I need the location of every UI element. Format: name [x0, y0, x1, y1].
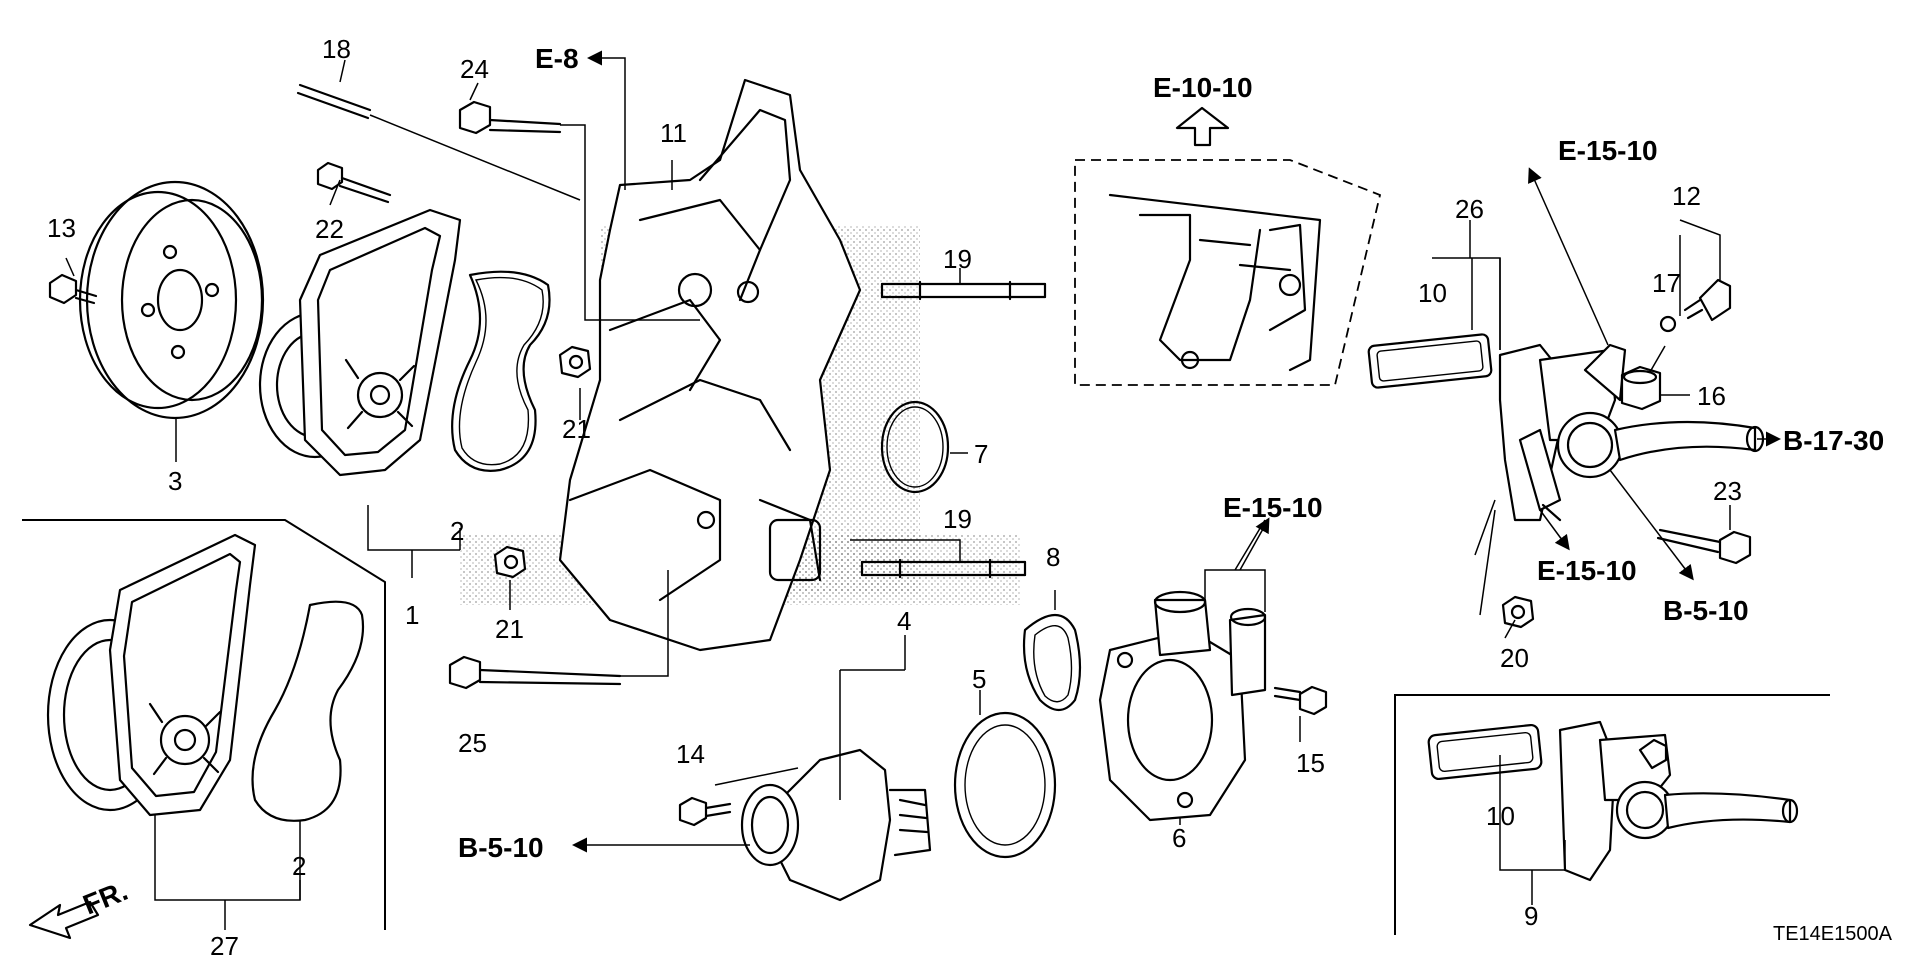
- callout-14: 14: [676, 739, 705, 769]
- o-ring-2-upper: [451, 270, 551, 472]
- callout-10-lower: 10: [1486, 801, 1515, 831]
- callout-2-upper: 2: [450, 516, 464, 546]
- gasket-8: [1022, 614, 1082, 712]
- stud-19-upper: [880, 280, 1047, 301]
- gasket-8-inner: [1033, 625, 1073, 703]
- bolt-25: [448, 655, 622, 690]
- callout-22: 22: [315, 214, 344, 244]
- water-passage-assy-9: [1427, 720, 1799, 882]
- nut-20: [1501, 595, 1535, 629]
- stud-18: [296, 83, 372, 120]
- front-arrow-icon: [28, 900, 100, 940]
- callout-7: 7: [974, 439, 988, 469]
- callout-12: 12: [1672, 181, 1701, 211]
- callout-6: 6: [1172, 823, 1186, 853]
- engine-bracket: [558, 78, 862, 652]
- ref-b-17-30: B-17-30: [1783, 425, 1884, 456]
- ref-b-5-10-left: B-5-10: [458, 832, 544, 863]
- callout-17: 17: [1652, 268, 1681, 298]
- callout-23: 23: [1713, 476, 1742, 506]
- callout-15: 15: [1296, 748, 1325, 778]
- o-ring-2-upper-inner: [458, 276, 544, 466]
- callout-9: 9: [1524, 901, 1538, 931]
- gasket-5-inner: [964, 724, 1046, 846]
- nut-21-upper: [558, 345, 592, 379]
- diagram-code: TE14E1500A: [1773, 923, 1893, 945]
- plug-16: [1620, 365, 1662, 411]
- reference-arrows: [572, 50, 1781, 853]
- callout-10-upper: 10: [1418, 278, 1447, 308]
- callout-21-lower: 21: [495, 614, 524, 644]
- nut-21-lower: [493, 545, 527, 579]
- ref-b-5-10-right: B-5-10: [1663, 595, 1749, 626]
- inset-bracket: [1108, 193, 1322, 372]
- ref-e-15-10-top: E-15-10: [1558, 135, 1658, 166]
- ref-e-15-10-mid: E-15-10: [1223, 492, 1323, 523]
- thermostat: [740, 748, 932, 902]
- callout-24: 24: [460, 54, 489, 84]
- water-passage: [1367, 333, 1765, 522]
- callout-18: 18: [322, 34, 351, 64]
- callout-11: 11: [660, 118, 687, 148]
- callout-25: 25: [458, 728, 487, 758]
- bolt-22: [316, 161, 392, 204]
- ref-e-15-10-right: E-15-10: [1537, 555, 1637, 586]
- water-pump-assy-27: [46, 533, 257, 817]
- callout-16: 16: [1697, 381, 1726, 411]
- water-outlet: [1098, 590, 1267, 822]
- inset-dashed-frame: [1074, 159, 1382, 386]
- callout-numbers: 1 2 2 3 4 5 6 7 8 9 10 10 11 12 13 14 15…: [47, 34, 1742, 961]
- callout-5: 5: [972, 664, 986, 694]
- ref-e-8: E-8: [535, 43, 579, 74]
- bolt-14: [678, 796, 732, 827]
- bolt-13: [48, 273, 98, 305]
- callout-19-upper: 19: [943, 244, 972, 274]
- callout-13: 13: [47, 213, 76, 243]
- stud-19-lower: [860, 558, 1027, 579]
- gasket-5: [953, 711, 1057, 859]
- pump-pulley: [78, 180, 265, 420]
- callout-27: 27: [210, 931, 239, 960]
- callout-20: 20: [1500, 643, 1529, 673]
- leader-lines: [65, 59, 1731, 930]
- o-ring-7-inner: [886, 406, 944, 488]
- inset-frame-right: [1394, 694, 1830, 935]
- callout-8: 8: [1046, 542, 1060, 572]
- ref-e-10-10: E-10-10: [1153, 72, 1253, 103]
- washer-17: [1659, 315, 1677, 333]
- o-ring-7: [880, 400, 950, 494]
- bolt-24: [458, 100, 562, 135]
- callout-3: 3: [168, 466, 182, 496]
- callout-21-upper: 21: [562, 414, 591, 444]
- reference-labels: E-8 E-10-10 E-15-10 E-15-10 E-15-10 B-17…: [458, 43, 1884, 863]
- up-arrow-icon: [1175, 106, 1230, 147]
- callout-19-lower: 19: [943, 504, 972, 534]
- bolt-15: [1273, 685, 1328, 716]
- callout-4: 4: [897, 606, 911, 636]
- o-ring-2-lower: [251, 600, 365, 822]
- front-label: FR.: [79, 875, 132, 921]
- temp-sensor-12: [1683, 278, 1732, 322]
- callout-2-lower: 2: [292, 851, 306, 881]
- callout-26: 26: [1455, 194, 1484, 224]
- water-pump: [258, 208, 462, 477]
- inset-frame-left: [22, 519, 386, 930]
- callout-1: 1: [405, 600, 419, 630]
- bolt-23: [1656, 528, 1752, 565]
